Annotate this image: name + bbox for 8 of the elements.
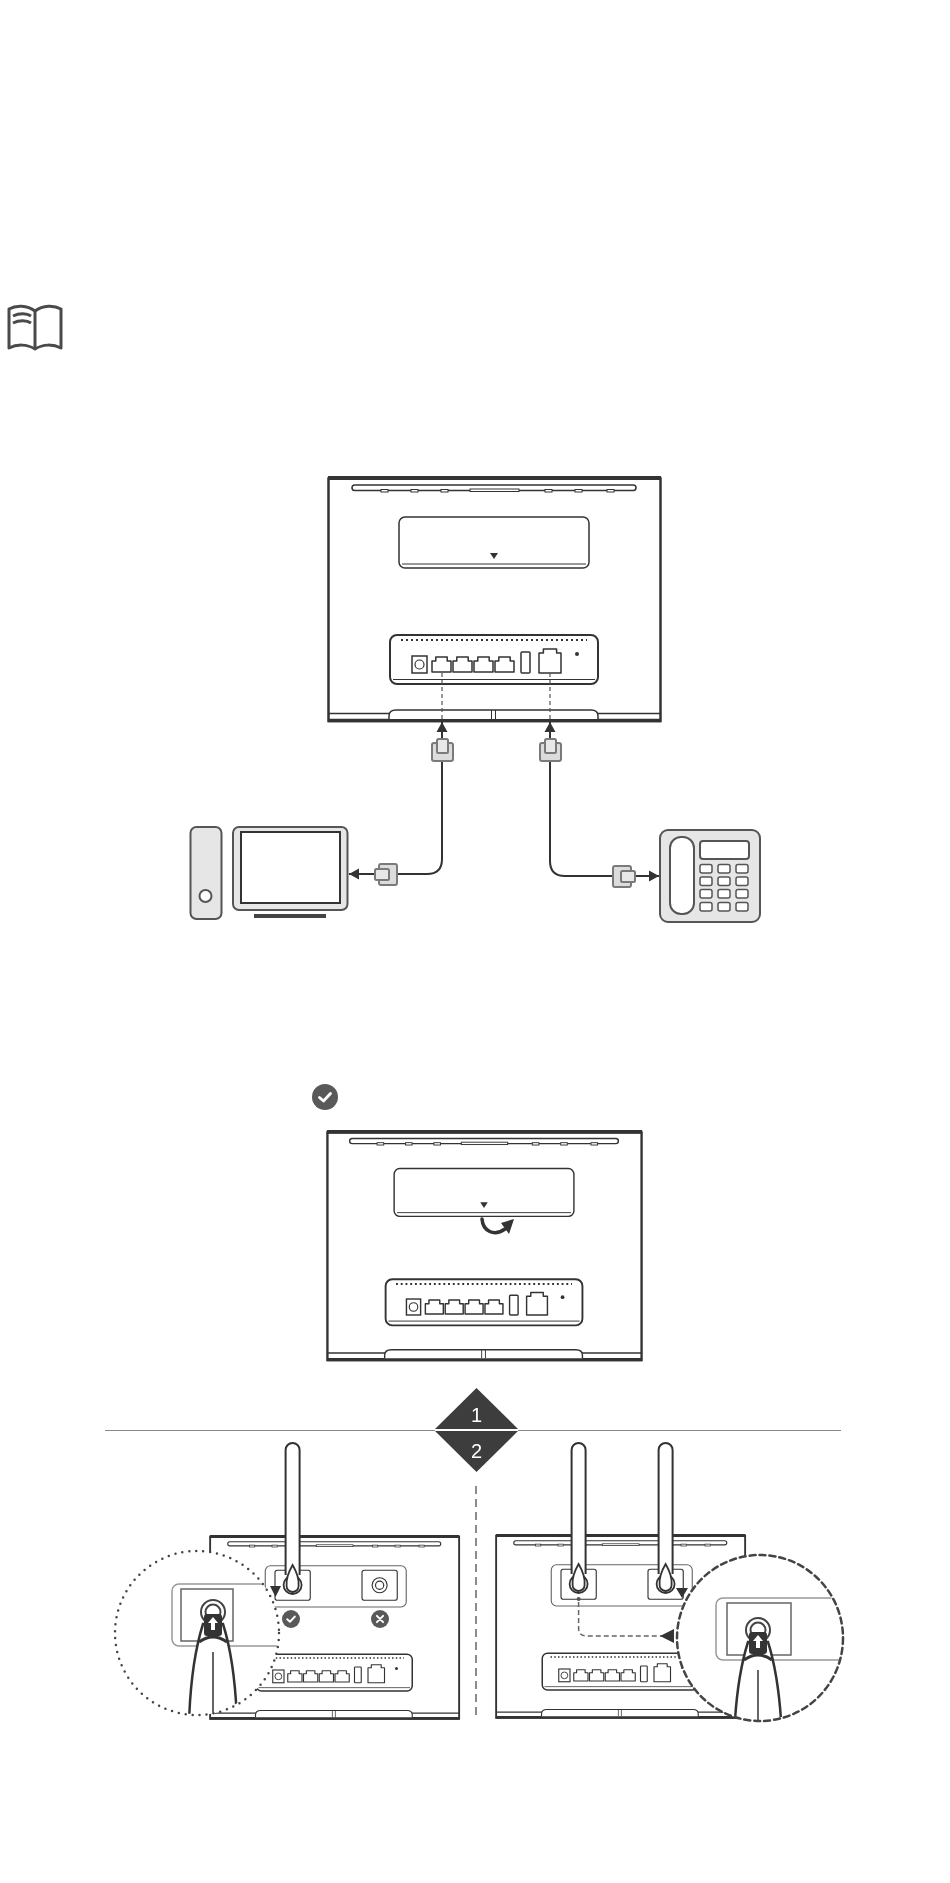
computer-drawing bbox=[189, 826, 349, 922]
step-diamond bbox=[434, 1388, 519, 1472]
cable-connector bbox=[544, 721, 660, 882]
step-number: 2 bbox=[470, 1441, 483, 1461]
cable-connector bbox=[348, 721, 448, 880]
router-drawing bbox=[327, 476, 662, 722]
step-number: 1 bbox=[470, 1405, 483, 1425]
telephone-drawing bbox=[659, 829, 761, 923]
